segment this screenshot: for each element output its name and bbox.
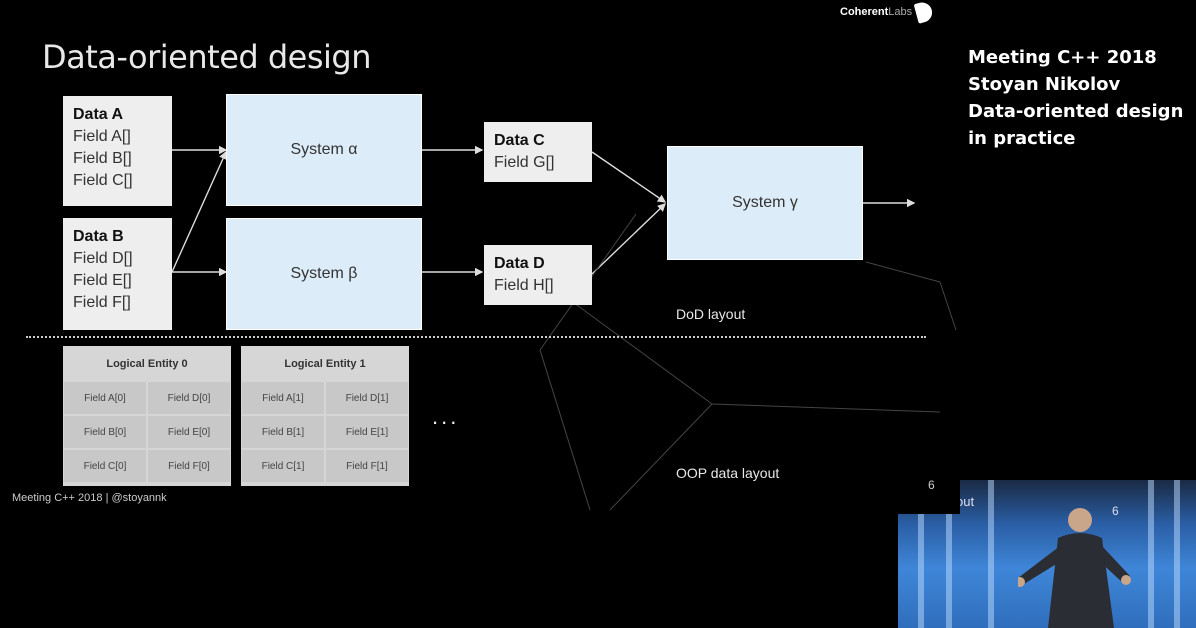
system-alpha-label: System α (290, 141, 358, 158)
arrow-data-b-to-alpha (171, 150, 227, 273)
slide-title: Data-oriented design (42, 38, 372, 76)
video-corner-number: 6 (928, 478, 935, 492)
system-beta-box: System β (226, 218, 422, 330)
data-c-box: Data C Field G[] (484, 122, 592, 182)
entity-0-cell: Field C[0] (64, 450, 146, 482)
data-a-field-a: Field A[] (73, 128, 131, 145)
speaker-figure-icon (1018, 508, 1131, 628)
data-a-field-b: Field B[] (73, 150, 132, 167)
data-b-box: Data B Field D[] Field E[] Field F[] (63, 218, 172, 330)
coherent-labs-logo: CoherentLabs (840, 0, 935, 24)
system-beta-label: System β (290, 265, 358, 282)
side-line-event: Meeting C++ 2018 (968, 47, 1157, 68)
data-a-title: Data A (73, 106, 124, 123)
entity-0-cell: Field A[0] (64, 382, 146, 414)
arrow-data-c-to-gamma (591, 151, 667, 203)
system-gamma-box: System γ (667, 146, 863, 260)
entity-0-cell: Field B[0] (64, 416, 146, 448)
entity-0-title: Logical Entity 0 (106, 358, 188, 370)
entity-0-cell: Field F[0] (148, 450, 230, 482)
slide-footer: Meeting C++ 2018 | @stoyannk (12, 492, 167, 504)
data-d-box: Data D Field H[] (484, 245, 592, 305)
data-a-field-c: Field C[] (73, 172, 133, 189)
entity-1-title: Logical Entity 1 (284, 358, 366, 370)
data-b-title: Data B (73, 228, 124, 245)
logo-name: Coherent (840, 5, 889, 18)
data-b-field-e: Field E[] (73, 272, 132, 289)
data-b-field-d: Field D[] (73, 250, 133, 267)
arrow-data-d-to-gamma (591, 203, 667, 275)
data-d-field-h: Field H[] (494, 277, 554, 294)
video-slide-caption: out (956, 494, 975, 509)
dod-layout-label: DoD layout (676, 306, 746, 322)
entity-1-cell: Field F[1] (326, 450, 408, 482)
data-c-field-g: Field G[] (494, 154, 555, 171)
logical-entity-1: Logical Entity 1 Field A[1] Field D[1] F… (241, 346, 409, 486)
section-divider (26, 336, 926, 338)
system-gamma-label: System γ (732, 194, 798, 211)
more-entities-ellipsis: ... (432, 404, 460, 429)
system-alpha-box: System α (226, 94, 422, 206)
data-d-title: Data D (494, 255, 545, 272)
side-caption: Meeting C++ 2018 Stoyan Nikolov Data-ori… (968, 44, 1183, 152)
entity-1-cell: Field E[1] (326, 416, 408, 448)
logical-entity-0: Logical Entity 0 Field A[0] Field D[0] F… (63, 346, 231, 486)
entity-1-cell: Field A[1] (242, 382, 324, 414)
logo-suffix: Labs (888, 5, 913, 18)
side-line-speaker: Stoyan Nikolov (968, 74, 1121, 95)
data-a-box: Data A Field A[] Field B[] Field C[] (63, 96, 172, 206)
side-line-talk-1: Data-oriented design (968, 101, 1184, 122)
video-slide-number: 6 (1112, 504, 1119, 518)
video-overlay-corner (898, 470, 960, 514)
entity-1-cell: Field C[1] (242, 450, 324, 482)
entity-0-cell: Field D[0] (148, 382, 230, 414)
oop-layout-label: OOP data layout (676, 465, 780, 481)
entity-1-cell: Field B[1] (242, 416, 324, 448)
entity-0-cell: Field E[0] (148, 416, 230, 448)
data-b-field-f: Field F[] (73, 294, 131, 311)
side-line-talk-2: in practice (968, 128, 1076, 149)
entity-1-cell: Field D[1] (326, 382, 408, 414)
data-c-title: Data C (494, 132, 545, 149)
